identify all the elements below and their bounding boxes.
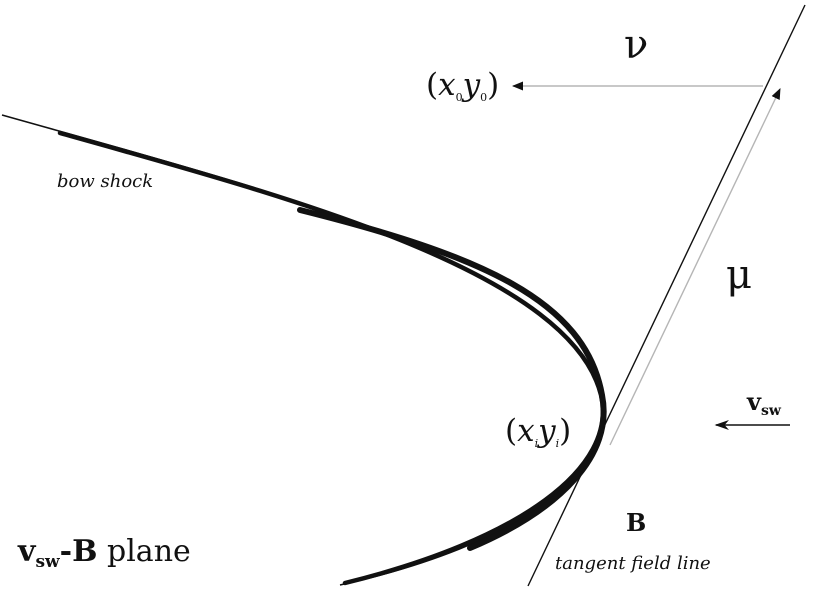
- mu-label: μ: [726, 252, 752, 298]
- bow-shock-curve-body: [57, 130, 605, 586]
- bow-shock-curve-core: [297, 207, 607, 551]
- plane-word: plane: [97, 534, 190, 569]
- field-label: B: [626, 508, 646, 537]
- plane-label: vsw-B plane: [17, 534, 191, 572]
- plane-sub: sw: [35, 552, 60, 572]
- nu-label: ν: [624, 22, 648, 68]
- point-0-label: (x0y0): [426, 67, 499, 104]
- vsw-main: v: [746, 387, 762, 416]
- bow-shock-label: bow shock: [57, 171, 153, 192]
- tangent-field-line-label: tangent field line: [555, 553, 711, 574]
- plane-B: B: [72, 534, 97, 569]
- mu-arrow: [609, 87, 781, 446]
- vsw-sub: sw: [761, 403, 782, 419]
- plane-dash: -: [60, 534, 72, 569]
- point-i-label: (xiyi): [505, 413, 571, 450]
- tangent-field-line: [527, 4, 806, 587]
- vsw-label: vsw: [746, 387, 782, 419]
- plane-v: v: [17, 534, 37, 569]
